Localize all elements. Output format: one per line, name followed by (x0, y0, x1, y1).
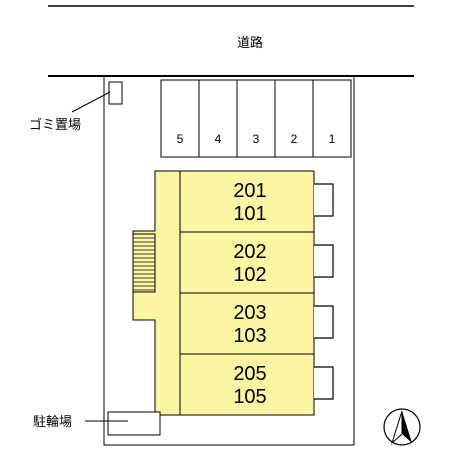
north-arrow-icon (383, 408, 421, 446)
unit-number-lower: 102 (233, 264, 266, 286)
bicycle-parking-area (107, 411, 161, 436)
parking-space-number: 1 (329, 132, 336, 146)
site-boundary (103, 75, 355, 446)
parking-space (312, 79, 352, 158)
road-label: 道路 (237, 35, 263, 51)
garbage-area (108, 81, 123, 105)
parking-space (274, 79, 314, 158)
bicycle-parking-label: 駐輪場 (33, 414, 72, 430)
parking-space-number: 4 (215, 132, 222, 146)
unit-number-lower: 101 (233, 203, 266, 225)
garbage-leader-line (71, 91, 111, 113)
stair-corridor (132, 170, 181, 416)
parking-space (198, 79, 238, 158)
unit-number-upper: 201 (233, 180, 266, 202)
balcony (314, 183, 334, 217)
unit-number-upper: 203 (233, 302, 266, 324)
unit-number-upper: 205 (233, 363, 266, 385)
unit-number-lower: 103 (233, 325, 266, 347)
staircase (132, 233, 156, 293)
unit-number-lower: 105 (233, 386, 266, 408)
parking-space (160, 79, 200, 158)
parking-space-number: 5 (177, 132, 184, 146)
unit-number-upper: 202 (233, 241, 266, 263)
garbage-area-label: ゴミ置場 (29, 117, 81, 133)
parking-lot: 5 4 3 2 1 (160, 79, 352, 158)
parking-space-number: 3 (253, 132, 260, 146)
balcony (314, 305, 334, 339)
parking-space-number: 2 (291, 132, 298, 146)
balcony (314, 244, 334, 278)
balcony (314, 366, 334, 400)
